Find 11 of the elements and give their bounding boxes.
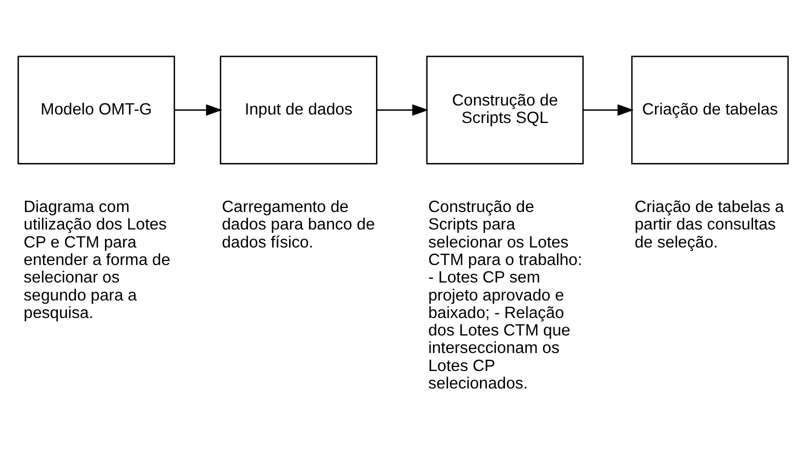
node-box: Input de dados bbox=[220, 55, 378, 164]
arrow bbox=[174, 104, 222, 116]
node-label: Construção de Scripts para selecionar os Lotes CTM para o trabalho: - Lotes CP sem projeto aprovado e baixado; - Relação dos Lotes CTM que interseccionam os Lotes CP selecionados. bbox=[428, 198, 582, 392]
node-label: Diagrama com utilização dos Lotes CP e CTM para entender a forma de selecionar os segundo para a pesquisa. bbox=[24, 198, 170, 322]
arrow bbox=[583, 104, 634, 116]
node-box: Construção de Scripts SQL bbox=[426, 55, 584, 164]
node-label: Criação de tabelas a partir das consultas de seleção. bbox=[634, 198, 784, 251]
node-box: Criação de tabelas bbox=[631, 55, 789, 164]
node-label: Carregamento de dados para banco de dados físico. bbox=[222, 198, 375, 251]
node-box: Modelo OMT-G bbox=[18, 55, 176, 164]
arrow bbox=[376, 104, 429, 116]
